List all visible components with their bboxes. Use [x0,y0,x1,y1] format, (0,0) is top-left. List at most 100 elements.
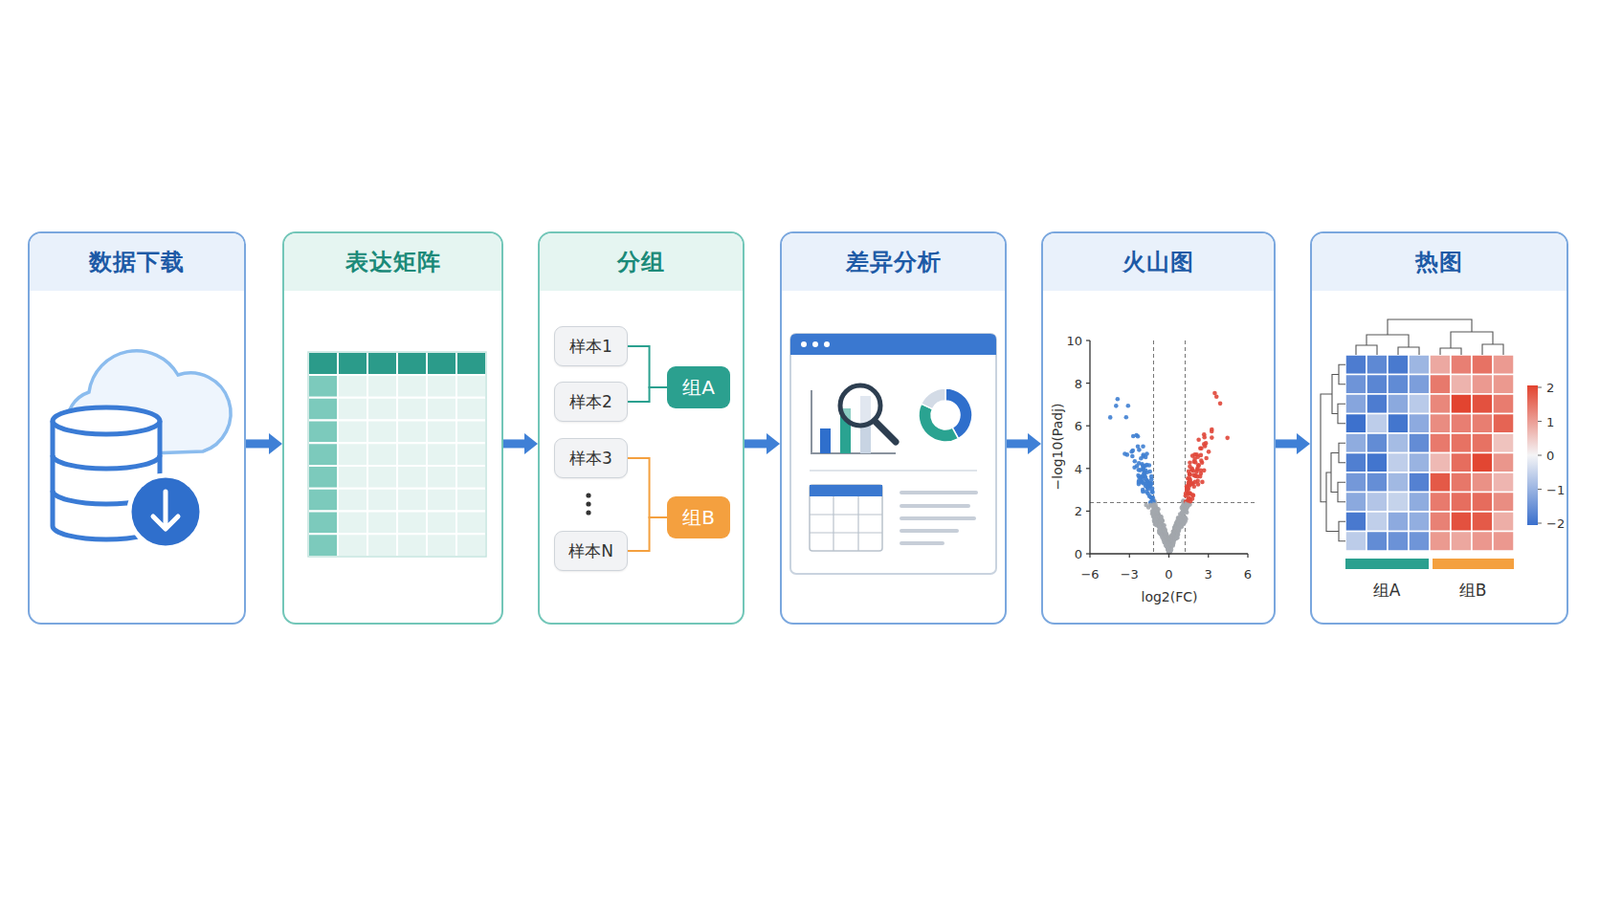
volcano-point [1168,536,1174,542]
volcano-point [1157,519,1163,525]
volcano-point [1182,510,1188,515]
volcano-point [1180,498,1186,504]
volcano-point [1186,481,1192,487]
volcano-point [1132,465,1137,470]
volcano-point [1155,519,1160,525]
step-title: 数据下载 [88,246,185,278]
volcano-point [1133,433,1139,439]
volcano-point [1177,517,1183,523]
volcano-point [1115,397,1121,402]
volcano-point [1131,434,1136,440]
volcano-point [1152,505,1157,511]
volcano-point [1182,515,1188,521]
matrix-cell [337,533,368,557]
volcano-point [1161,523,1167,529]
heatmap-cell [1471,511,1493,533]
volcano-point [1170,532,1176,537]
volcano-point [1159,518,1165,524]
volcano-point [1214,394,1220,400]
volcano-point [1145,470,1151,476]
heatmap-cell [1345,375,1367,396]
volcano-point [1160,537,1166,543]
volcano-point [1154,512,1159,518]
dash-line [1184,340,1186,555]
heatmap-cell [1387,394,1409,415]
window-frame [790,333,997,575]
sample-box: 样本3 [554,438,628,479]
dendrogram-branch [1326,472,1339,533]
volcano-point [1148,494,1154,500]
matrix-cell [337,511,368,535]
heatmap-cell [1429,453,1451,474]
volcano-point [1170,536,1176,542]
volcano-point [1180,507,1186,512]
volcano-point [1161,537,1167,543]
volcano-point [1155,515,1160,521]
download-icon [52,351,231,549]
volcano-point [1141,470,1147,476]
tick-mark [1086,425,1090,427]
matrix-cell [367,398,398,422]
heatmap-cell [1492,453,1514,474]
volcano-point [1180,510,1186,515]
tick-mark [1246,554,1248,558]
tick-mark [1086,467,1090,469]
volcano-point [1184,488,1190,493]
colorbar-tick: 1 [1546,415,1555,428]
volcano-point [1151,504,1156,510]
volcano-point [1143,481,1149,487]
axis-tick: 3 [1204,568,1213,581]
volcano-point [1191,484,1197,489]
matrix-cell [337,352,368,376]
volcano-point [1146,505,1152,511]
volcano-point [1149,499,1155,505]
volcano-point [1152,518,1157,524]
volcano-point [1218,401,1223,407]
volcano-point [1162,539,1168,545]
heatmap-cell [1450,511,1472,533]
volcano-point [1177,524,1182,530]
heatmap-cell [1387,492,1409,513]
volcano-point [1176,527,1181,533]
matrix-cell [337,421,368,445]
volcano-point [1209,429,1215,435]
volcano-point [1161,534,1167,540]
heatmap-cell [1387,532,1409,553]
volcano-point [1156,525,1162,531]
text-line [901,516,975,521]
heatmap-cell [1471,355,1493,376]
heatmap-cell [1471,492,1493,513]
volcano-point [1151,499,1156,505]
volcano-point [1152,505,1157,511]
volcano-point [1212,391,1218,397]
volcano-point [1150,495,1156,501]
volcano-point [1182,515,1188,521]
volcano-point [1167,549,1173,555]
volcano-point [1172,526,1178,532]
volcano-point [1191,468,1197,474]
volcano-point [1180,514,1186,520]
volcano-point [1164,536,1170,542]
volcano-point [1158,517,1164,523]
volcano-point [1175,532,1180,537]
axis-title: −log10(Padj) [1050,403,1065,491]
volcano-point [1136,482,1142,488]
volcano-point [1174,527,1179,533]
volcano-point [1175,523,1180,529]
volcano-point [1180,504,1186,510]
heatmap-cell [1492,472,1514,493]
volcano-point [1181,521,1187,527]
volcano-point [1179,518,1185,524]
volcano-point [1139,462,1145,467]
volcano-point [1162,529,1168,534]
volcano-point [1155,514,1160,520]
heatmap-cell [1366,511,1388,533]
volcano-point [1158,522,1164,528]
window-titlebar [790,333,997,356]
volcano-point [1163,539,1169,545]
volcano-point [1136,467,1142,473]
volcano-point [1155,520,1161,526]
volcano-point [1165,539,1171,545]
volcano-point [1152,519,1157,525]
volcano-point [1143,476,1149,482]
